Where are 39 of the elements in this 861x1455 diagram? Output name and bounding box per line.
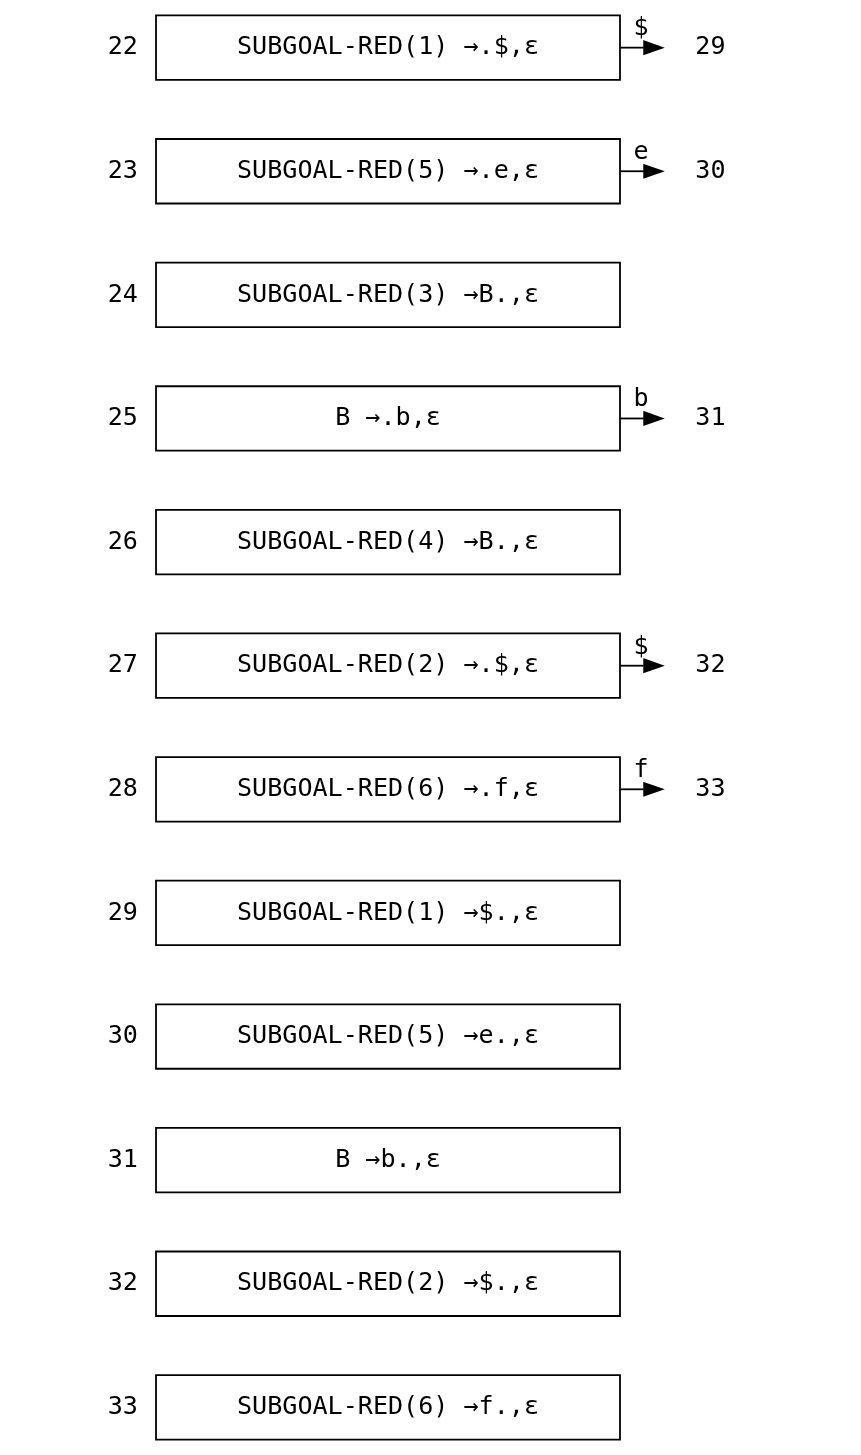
node-text: 31 [694, 402, 726, 432]
arrow [619, 410, 665, 426]
node-label: 31 [107, 1143, 138, 1173]
node-box: SUBGOAL-RED(6) →f.,ε [154, 1374, 621, 1441]
arrow [619, 40, 665, 56]
node-box: B →b.,ε [154, 1127, 621, 1194]
edge-label: f [632, 754, 649, 784]
node-box: B →.b,ε [154, 385, 621, 452]
node-box: SUBGOAL-RED(6) →.f,ε [154, 756, 621, 823]
arrow [619, 781, 665, 797]
node-text: 32 [694, 649, 726, 679]
edge-label: $ [632, 12, 649, 42]
node-label: 23 [107, 154, 138, 184]
node-label: 24 [107, 278, 138, 308]
node-box: SUBGOAL-RED(5) →e.,ε [154, 1003, 621, 1070]
node-box: SUBGOAL-RED(2) →.$,ε [154, 632, 621, 699]
node-label: 33 [107, 1390, 138, 1420]
node-text: 33 [694, 772, 726, 802]
edge-label: $ [632, 630, 649, 660]
arrow [619, 163, 665, 179]
node-text: 29 [694, 31, 726, 61]
node-text: 30 [694, 154, 726, 184]
node-label: 25 [107, 402, 138, 432]
node-box: SUBGOAL-RED(4) →B.,ε [154, 508, 621, 576]
node-label: 32 [107, 1267, 138, 1297]
node-box: SUBGOAL-RED(1) →.$,ε [154, 14, 621, 81]
edge-label: b [632, 383, 649, 413]
node-box: SUBGOAL-RED(3) →B.,ε [154, 261, 621, 328]
node-label: 27 [107, 649, 138, 679]
node-label: 29 [107, 896, 138, 926]
node-label: 30 [107, 1020, 138, 1050]
node-box: SUBGOAL-RED(5) →.e,ε [154, 138, 621, 205]
arrow [619, 658, 665, 674]
node-box: SUBGOAL-RED(1) →$.,ε [154, 879, 621, 947]
node-label: 26 [107, 525, 138, 555]
node-box: SUBGOAL-RED(2) →$.,ε [154, 1250, 621, 1317]
node-label: 22 [107, 31, 138, 61]
edge-label: e [632, 136, 649, 166]
node-label: 28 [107, 772, 138, 802]
